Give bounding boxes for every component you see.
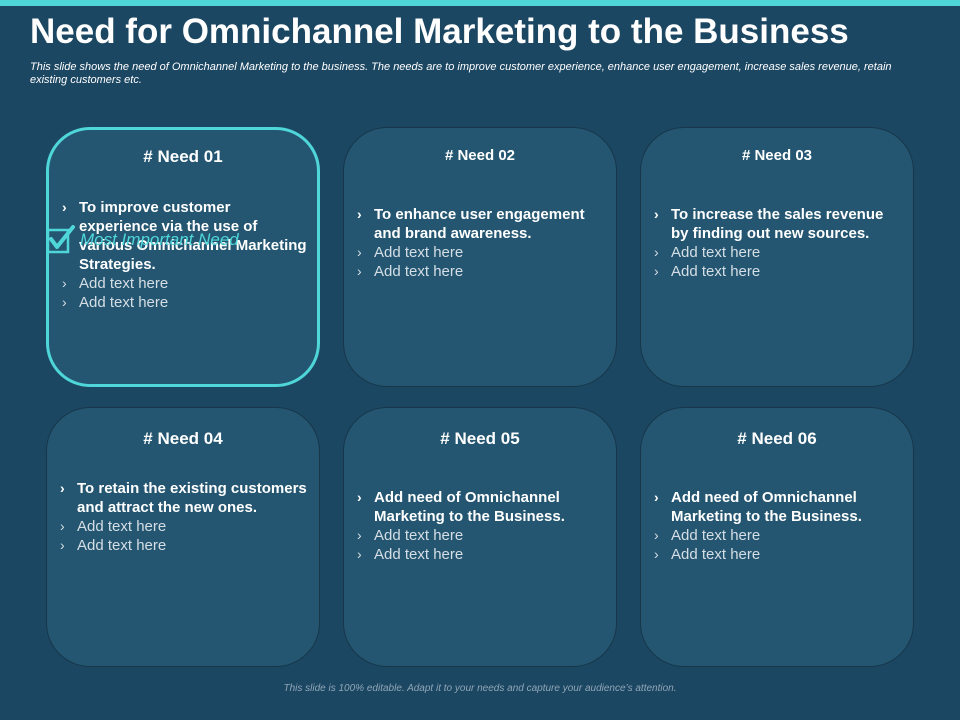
need-card-heading: # Need 06 xyxy=(737,429,817,448)
bullet-placeholder: › Add text here xyxy=(62,293,307,312)
bullet-main-text: Add need of Omnichannel Marketing to the… xyxy=(671,489,862,525)
need-card-heading: # Need 01 xyxy=(143,147,223,166)
bullet-placeholder-text: Add text here xyxy=(374,546,464,563)
need-card-06: # Need 06 › Add need of Omnichannel Marke… xyxy=(640,407,914,667)
bullet-main: › Add need of Omnichannel Marketing to th… xyxy=(654,488,903,526)
need-card-03: # Need 03 › To increase the sales revenue… xyxy=(640,127,914,387)
checkbox-check-icon xyxy=(46,225,75,254)
bullet-placeholder: › Add text here xyxy=(357,243,606,262)
bullet-placeholder-text: Add text here xyxy=(374,263,464,280)
chevron-right-icon: › xyxy=(654,546,659,562)
bullet-placeholder: › Add text here xyxy=(357,262,606,281)
bullet-placeholder-text: Add text here xyxy=(671,546,761,563)
chevron-right-icon: › xyxy=(60,480,65,496)
slide-subtitle: This slide shows the need of Omnichannel… xyxy=(30,61,892,86)
bullet-placeholder-text: Add text here xyxy=(77,518,167,535)
need-bullet-list: › To improve customer experience via the … xyxy=(62,198,307,312)
badge-label: Most Important Need xyxy=(80,230,239,249)
bullet-main: › Add need of Omnichannel Marketing to th… xyxy=(357,488,606,526)
bullet-placeholder-text: Add text here xyxy=(671,527,761,544)
top-accent-bar xyxy=(0,0,960,6)
bullet-placeholder: › Add text here xyxy=(654,243,903,262)
bullet-main: › To increase the sales revenue by findin… xyxy=(654,205,903,243)
bullet-placeholder-text: Add text here xyxy=(79,275,169,292)
bullet-placeholder: › Add text here xyxy=(654,262,903,281)
bullet-main: › To enhance user engagement and brand aw… xyxy=(357,205,606,243)
bullet-placeholder: › Add text here xyxy=(60,536,309,555)
need-bullet-list: › Add need of Omnichannel Marketing to th… xyxy=(654,488,903,564)
bullet-placeholder: › Add text here xyxy=(60,517,309,536)
bullet-main: › To improve customer experience via the … xyxy=(62,198,307,274)
bullet-placeholder-text: Add text here xyxy=(671,263,761,280)
bullet-placeholder: › Add text here xyxy=(654,526,903,545)
chevron-right-icon: › xyxy=(654,206,659,222)
bullet-main-text: To enhance user engagement and brand awa… xyxy=(374,206,585,242)
need-card-heading: # Need 02 xyxy=(444,147,516,164)
need-bullet-list: › Add need of Omnichannel Marketing to th… xyxy=(357,488,606,564)
slide-title: Need for Omnichannel Marketing to the Bu… xyxy=(30,12,849,51)
bullet-main-text: Add need of Omnichannel Marketing to the… xyxy=(374,489,565,525)
chevron-right-icon: › xyxy=(60,518,65,534)
footer-note: This slide is 100% editable. Adapt it to… xyxy=(283,683,677,694)
need-card-05: # Need 05 › Add need of Omnichannel Marke… xyxy=(343,407,617,667)
bullet-placeholder-text: Add text here xyxy=(77,537,167,554)
chevron-right-icon: › xyxy=(357,527,362,543)
need-bullet-list: › To enhance user engagement and brand aw… xyxy=(357,205,606,281)
bullet-placeholder: › Add text here xyxy=(357,545,606,564)
chevron-right-icon: › xyxy=(357,546,362,562)
bullet-placeholder-text: Add text here xyxy=(374,527,464,544)
most-important-badge: Most Important Need xyxy=(42,222,282,258)
need-card-04: # Need 04 › To retain the existing custom… xyxy=(46,407,320,667)
chevron-right-icon: › xyxy=(60,537,65,553)
chevron-right-icon: › xyxy=(62,275,67,291)
bullet-placeholder-text: Add text here xyxy=(671,244,761,261)
bullet-placeholder-text: Add text here xyxy=(79,294,169,311)
chevron-right-icon: › xyxy=(654,527,659,543)
bullet-main-text: To increase the sales revenue by finding… xyxy=(671,206,884,242)
bullet-main-text: To retain the existing customers and att… xyxy=(77,480,307,516)
bullet-main: › To retain the existing customers and at… xyxy=(60,479,309,517)
need-bullet-list: › To increase the sales revenue by findin… xyxy=(654,205,903,281)
bullet-placeholder: › Add text here xyxy=(62,274,307,293)
need-card-heading: # Need 05 xyxy=(440,429,520,448)
chevron-right-icon: › xyxy=(654,263,659,279)
chevron-right-icon: › xyxy=(357,206,362,222)
bullet-placeholder-text: Add text here xyxy=(374,244,464,261)
need-card-heading: # Need 04 xyxy=(143,429,223,448)
chevron-right-icon: › xyxy=(357,244,362,260)
chevron-right-icon: › xyxy=(654,489,659,505)
need-bullet-list: › To retain the existing customers and at… xyxy=(60,479,309,555)
chevron-right-icon: › xyxy=(62,199,67,215)
chevron-right-icon: › xyxy=(62,294,67,310)
chevron-right-icon: › xyxy=(357,489,362,505)
chevron-right-icon: › xyxy=(654,244,659,260)
bullet-placeholder: › Add text here xyxy=(357,526,606,545)
bullet-placeholder: › Add text here xyxy=(654,545,903,564)
need-card-heading: # Need 03 xyxy=(741,147,813,164)
chevron-right-icon: › xyxy=(357,263,362,279)
need-card-02: # Need 02 › To enhance user engagement an… xyxy=(343,127,617,387)
bullet-main-text: To improve customer experience via the u… xyxy=(79,199,307,273)
need-card-01: # Need 01 › To improve customer experienc… xyxy=(46,127,320,387)
